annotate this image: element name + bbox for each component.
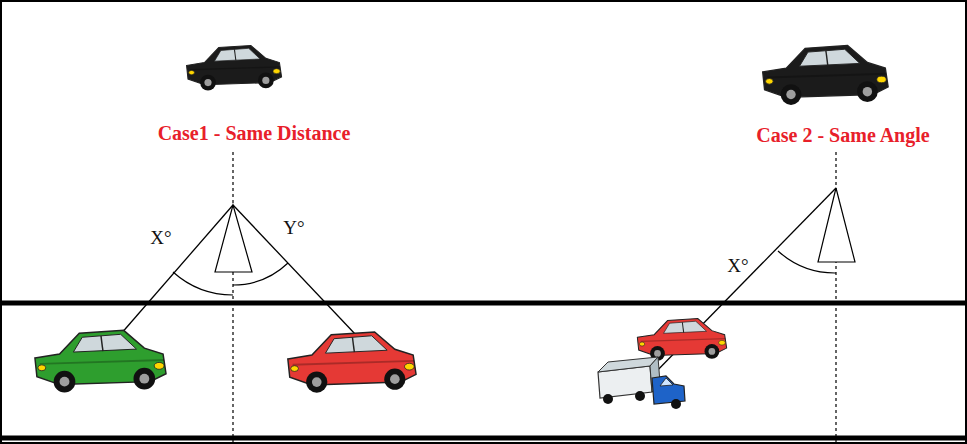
road-edge <box>0 436 967 441</box>
red-car <box>288 332 416 393</box>
angle-arc <box>233 263 288 285</box>
sensor-cone <box>818 188 855 262</box>
angle-arc <box>778 251 836 273</box>
sensor-cone <box>215 205 252 272</box>
case-title: Case1 - Same Distance <box>158 122 351 144</box>
black-car <box>187 45 282 90</box>
angle-label: X° <box>727 256 748 277</box>
truck <box>598 357 685 409</box>
angle-label: X° <box>150 228 171 249</box>
red-car <box>637 319 726 361</box>
angle-label: Y° <box>283 218 304 239</box>
green-car <box>35 330 166 392</box>
road-edge <box>0 301 967 306</box>
case-title: Case 2 - Same Angle <box>756 124 929 146</box>
black-car <box>763 45 888 104</box>
angle-arc <box>173 272 233 295</box>
sight-line <box>233 205 356 335</box>
axis-line <box>232 152 233 444</box>
sight-line <box>120 205 233 335</box>
